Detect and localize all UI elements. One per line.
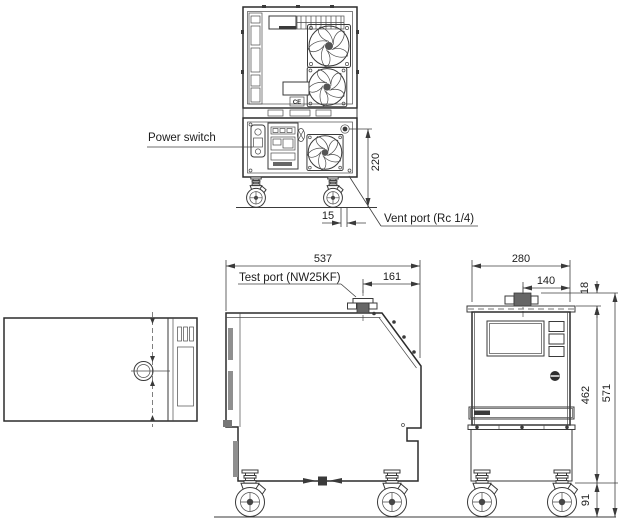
dimensions: Power switch 220 15 Vent port (Rc 1/4) 5… [147, 128, 618, 517]
display-from-above [177, 346, 194, 407]
hinge-strip [228, 371, 233, 410]
front-view [466, 286, 578, 517]
vent-port [340, 124, 350, 134]
base-skirt [467, 424, 576, 482]
dim-test-port-center: 140 [537, 275, 555, 287]
button-slits [177, 326, 194, 342]
caster-icon [377, 469, 408, 517]
test-port-front [504, 286, 539, 318]
fan-icon [306, 134, 344, 172]
ce-mark: CE [289, 96, 305, 107]
dim-depth: 537 [314, 253, 332, 265]
test-port-side [347, 290, 378, 322]
caster-icon [235, 469, 266, 517]
test-port-label: Test port (NW25KF) [239, 272, 341, 284]
panel-button [548, 321, 565, 332]
cabinet-divider [242, 107, 358, 119]
dim-width: 280 [512, 253, 530, 265]
power-switch-module [250, 124, 266, 158]
caster-icon [323, 176, 344, 208]
rear-connector-column [248, 12, 263, 105]
caster-icon [467, 469, 498, 517]
dim-vent-height: 220 [370, 153, 382, 171]
rear-connector-panel [267, 122, 299, 170]
drain-valve [303, 476, 342, 486]
top-view [3, 312, 198, 427]
dim-vent-offset: 15 [322, 210, 334, 222]
name-plate-bar [468, 406, 575, 420]
fan-icon [306, 66, 348, 108]
rear-view: CE [236, 5, 377, 208]
top-cover-edge [466, 305, 576, 313]
ce-mark-label: CE [293, 100, 301, 106]
lock-knob [550, 371, 560, 381]
dim-body-height: 462 [580, 386, 592, 404]
power-switch-label: Power switch [148, 132, 216, 144]
dim-test-port-protrusion: 18 [579, 282, 591, 294]
dim-test-port-from-front: 161 [383, 271, 401, 283]
panel-button [548, 346, 565, 357]
vent-port-label: Vent port (Rc 1/4) [384, 213, 474, 225]
test-port-top [131, 361, 170, 381]
side-view [223, 290, 422, 517]
caster-icon [246, 176, 267, 208]
brand-logo [474, 410, 490, 415]
display-screen [486, 320, 545, 357]
caster-icon [547, 469, 578, 517]
dim-total-height: 571 [601, 384, 613, 402]
hinge-strip [233, 441, 238, 477]
hinge-strip [228, 328, 233, 360]
panel-button [548, 333, 565, 345]
dim-base-height: 91 [580, 494, 592, 506]
fan-icon [307, 24, 351, 69]
foot-tab [223, 420, 232, 427]
frame-screw-nubs [241, 5, 359, 74]
vent-grille [296, 15, 345, 30]
latch [297, 128, 305, 142]
